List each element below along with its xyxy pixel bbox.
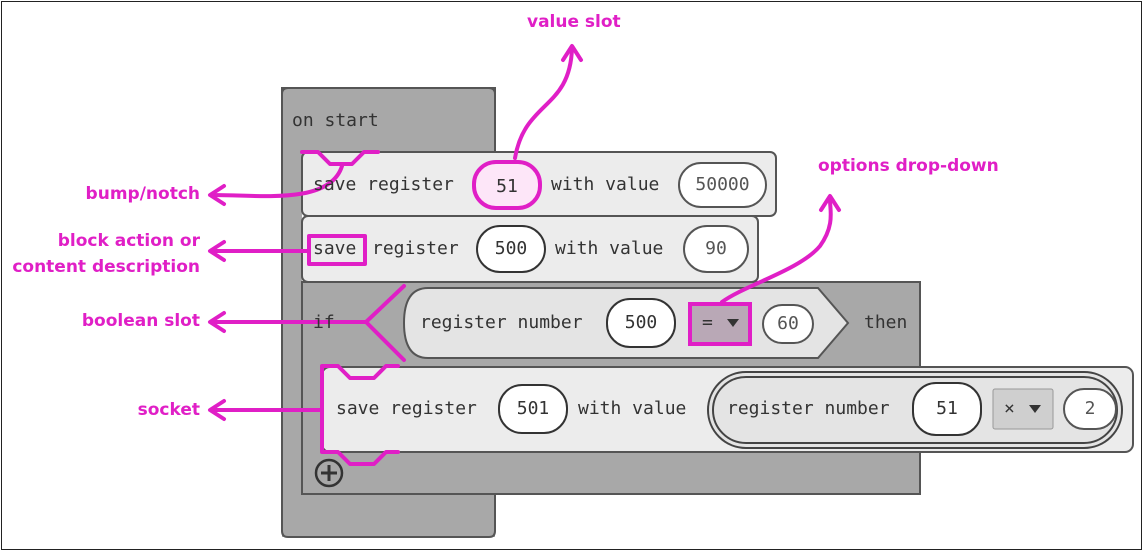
block-action-annotation-line1: block action or: [57, 231, 200, 251]
bump-notch-outline: [300, 150, 380, 166]
inner-reporter-inner: [712, 376, 1118, 444]
if-label: if: [313, 312, 335, 333]
block1-verb: save register: [313, 174, 454, 195]
value-slot-arrowhead: [561, 44, 583, 62]
value-slot-annotation: value slot: [527, 12, 621, 32]
value-slot-arrow: [513, 46, 574, 160]
options-dropdown-arrowhead: [819, 194, 841, 212]
boolean-slot-annotation: boolean slot: [81, 311, 200, 331]
times-dropdown-shape[interactable]: [992, 388, 1054, 430]
block2-verb: save: [313, 238, 357, 259]
eq-chevron-down-icon: [727, 319, 739, 327]
inner-register-slot[interactable]: 501: [498, 384, 568, 434]
times-chevron-down-icon: [1029, 405, 1041, 413]
block1-value-slot[interactable]: 50000: [678, 162, 767, 208]
plus-circle-icon[interactable]: [314, 458, 344, 488]
eq-dropdown-shape[interactable]: [688, 302, 752, 346]
inner-reporter-slot[interactable]: 51: [912, 382, 982, 436]
block2-register-label: register: [372, 238, 459, 259]
inner-reporter-label: register number: [727, 398, 890, 419]
block1-register-slot[interactable]: 51: [472, 160, 542, 210]
options-dropdown-annotation: options drop-down: [818, 156, 999, 176]
socket-arrowhead: [208, 399, 226, 421]
block-action-arrowhead: [208, 240, 226, 262]
socket-annotation: socket: [137, 400, 200, 420]
block-action-annotation-line2: content description: [12, 257, 200, 277]
block1-with-label: with value: [551, 174, 660, 195]
condition-label: register number: [420, 312, 583, 333]
boolean-slot-arrowhead: [208, 311, 226, 333]
bump-notch-arrow: [210, 164, 344, 199]
on-start-label: on start: [292, 110, 379, 131]
if-block-outline: [301, 282, 921, 495]
eq-operator-label: =: [702, 312, 713, 333]
times-operator-label: ×: [1004, 398, 1015, 419]
if-block-foot: [302, 452, 920, 494]
compare-value-slot[interactable]: 60: [762, 304, 814, 344]
then-label: then: [864, 312, 908, 333]
on-start-outline: [281, 87, 496, 538]
inner-verb: save register: [336, 398, 477, 419]
options-dropdown-arrow: [720, 198, 833, 304]
inner-with-label: with value: [578, 398, 687, 419]
bump-notch-annotation: bump/notch: [85, 184, 200, 204]
on-start-block-body: [282, 140, 302, 495]
bump-notch-arrowhead: [208, 184, 226, 206]
inner-operand-slot[interactable]: 2: [1063, 388, 1117, 430]
block2-register-slot[interactable]: 500: [476, 225, 546, 273]
block2-with-label: with value: [555, 238, 664, 259]
block2-value-slot[interactable]: 90: [683, 225, 749, 273]
condition-register-slot[interactable]: 500: [606, 298, 676, 348]
on-start-block-bottom: [282, 494, 495, 537]
